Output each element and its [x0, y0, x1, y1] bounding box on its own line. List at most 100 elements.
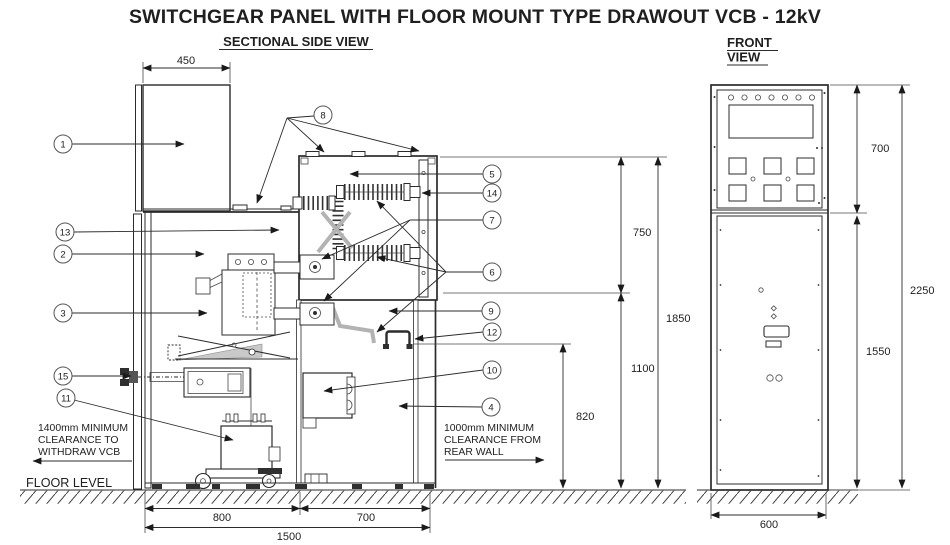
door-screws	[719, 229, 820, 477]
balloon-9: 9	[481, 301, 501, 321]
balloon-3: 3	[53, 303, 73, 323]
withdraw-note-1: 1400mm MINIMUM	[38, 423, 128, 434]
svg-text:12: 12	[487, 328, 498, 339]
balloon-2: 2	[53, 244, 73, 264]
upper-bushing-insulator	[336, 183, 421, 201]
left-bushing-insulator	[292, 195, 336, 211]
front-door-panel	[716, 215, 823, 485]
cable-termination-bracket	[383, 330, 413, 349]
svg-text:11: 11	[61, 394, 71, 405]
withdraw-note-3: WITHDRAW VCB	[38, 447, 120, 458]
balloon-7: 7	[482, 210, 502, 230]
top-cable-box	[142, 84, 231, 212]
balloon-6: 6	[482, 262, 502, 282]
dim-total-height: 2250	[910, 285, 934, 297]
door-bolt	[770, 313, 777, 320]
clearance-notes: 1400mm MINIMUM CLEARANCE TO WITHDRAW VCB…	[26, 423, 545, 490]
rear-note-3: REAR WALL	[444, 447, 504, 458]
balloon-12: 12	[482, 322, 502, 342]
svg-text:14: 14	[487, 189, 498, 200]
svg-text:6: 6	[489, 268, 494, 279]
svg-text:3: 3	[60, 309, 65, 320]
dim-overall-height: 1850	[666, 313, 690, 325]
svg-text:13: 13	[60, 228, 71, 239]
dim-busbar-chamber-height: 750	[633, 227, 651, 239]
ct-box	[302, 372, 356, 429]
svg-text:1: 1	[60, 140, 65, 151]
chamber-roof-tab	[397, 151, 412, 157]
indicator-lamps	[728, 94, 816, 101]
plate-bolt	[421, 229, 426, 234]
lower-contact-box	[299, 302, 335, 326]
top-cable-box-door	[135, 84, 142, 212]
mid-partition	[296, 299, 302, 484]
balloon-4: 4	[481, 397, 501, 417]
door-indicator	[758, 287, 764, 293]
floor-hatch-front	[697, 490, 858, 504]
rear-inner-panel	[413, 299, 419, 484]
front-view-label-2: VIEW	[727, 50, 761, 65]
balloon-leaders	[72, 115, 484, 442]
mechanism-box	[183, 367, 252, 468]
dim-rear-depth: 700	[357, 512, 375, 524]
front-door	[133, 213, 142, 490]
dim-termination-height: 820	[576, 411, 594, 423]
chamber-roof-tab	[305, 151, 320, 157]
roof-tab	[280, 205, 292, 211]
busbar-strip	[316, 210, 352, 254]
rear-bushing-plate	[418, 159, 429, 298]
busbar-dropper	[331, 307, 376, 344]
dim-lower-section-height: 1100	[631, 363, 655, 375]
front-dimensions: 700 1550 2250 600	[710, 84, 934, 531]
upper-contact-box	[299, 254, 335, 280]
plate-bolt	[421, 170, 426, 175]
balloon-8: 8	[313, 105, 333, 125]
balloon-14: 14	[482, 183, 502, 203]
svg-text:10: 10	[487, 366, 498, 377]
dim-panel-width: 600	[760, 519, 778, 531]
balloon-13: 13	[55, 222, 75, 242]
floor-cable-clamp	[304, 473, 328, 484]
door-knob	[775, 374, 783, 382]
door-knob	[766, 374, 774, 382]
balloon-5: 5	[482, 164, 502, 184]
dim-lv-height: 700	[871, 143, 889, 155]
balloon-10: 10	[482, 360, 502, 380]
meter-window	[728, 104, 814, 139]
vcb-truck	[194, 413, 282, 490]
control-buttons	[728, 157, 815, 202]
svg-text:8: 8	[320, 111, 325, 122]
svg-text:4: 4	[488, 403, 493, 414]
side-view-label: SECTIONAL SIDE VIEW	[223, 34, 369, 49]
balloons: 1 13 2 3 15 11 8 5 14 7 6 9 12 10 4	[53, 105, 502, 417]
withdraw-note-2: CLEARANCE TO	[38, 435, 118, 446]
front-wall	[144, 210, 152, 489]
chamber-roof-tab	[351, 151, 366, 157]
balloon-11: 11	[56, 388, 76, 408]
base-feet	[152, 484, 434, 489]
svg-text:9: 9	[488, 307, 493, 318]
side-dimensions: 450 750 1100 1850 820 800 700 1500	[142, 55, 690, 543]
svg-text:5: 5	[489, 170, 494, 181]
racking-mechanism	[167, 331, 298, 361]
dim-front-depth: 800	[213, 512, 231, 524]
sectional-side-view	[20, 84, 686, 504]
svg-text:15: 15	[58, 372, 69, 383]
door-nameplate	[765, 340, 782, 348]
door-bolt	[770, 305, 777, 312]
plate-bolt	[421, 270, 426, 275]
floor-hatch-side	[20, 490, 686, 504]
rear-note-1: 1000mm MINIMUM	[444, 423, 534, 434]
balloon-15: 15	[53, 366, 73, 386]
roof-tab	[232, 204, 248, 211]
svg-text:7: 7	[489, 216, 494, 227]
chamber-corner-bolt	[300, 157, 309, 165]
vcb-assembly	[195, 253, 301, 336]
chamber-corner-bolt	[427, 157, 436, 165]
lower-bushing-insulator	[336, 244, 421, 262]
panel-screws	[713, 92, 826, 204]
dim-total-depth: 1500	[277, 531, 301, 543]
svg-text:2: 2	[60, 250, 65, 261]
page-title: SWITCHGEAR PANEL WITH FLOOR MOUNT TYPE D…	[129, 6, 821, 28]
